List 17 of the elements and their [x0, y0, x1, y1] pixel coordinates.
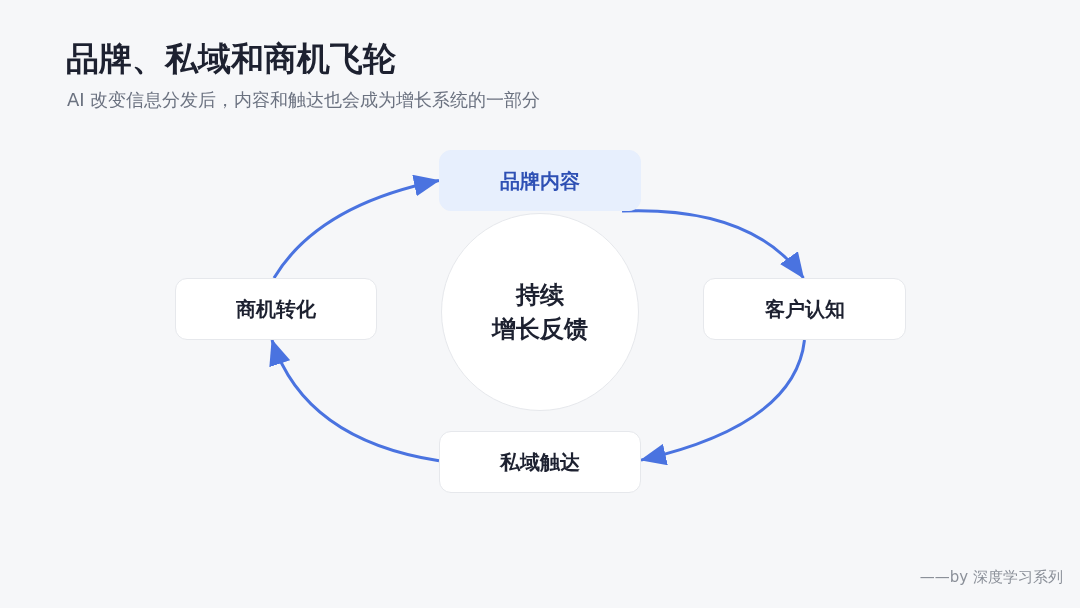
node-label: 客户认知 — [764, 296, 845, 322]
source-note: ——by 深度学习系列 — [919, 567, 1063, 588]
process-box — [703, 278, 906, 340]
subtitle: AI 改变信息分发后，内容和触达也会成为增长系统的一部分 — [67, 88, 541, 112]
process-box — [175, 278, 377, 340]
arrow — [640, 339, 806, 465]
node-label: 增长反馈 — [492, 314, 588, 345]
process-box — [439, 150, 641, 211]
node-label: 私域触达 — [500, 449, 580, 475]
arrow — [622, 209, 805, 279]
node-label: 商机转化 — [236, 296, 316, 322]
node-label: 持续 — [516, 280, 564, 311]
node-label: 品牌内容 — [500, 167, 580, 194]
process-box — [439, 431, 641, 493]
arrow — [270, 339, 440, 463]
diagram-title: 品牌、私域和商机飞轮 — [66, 39, 396, 79]
arrow — [272, 175, 440, 279]
